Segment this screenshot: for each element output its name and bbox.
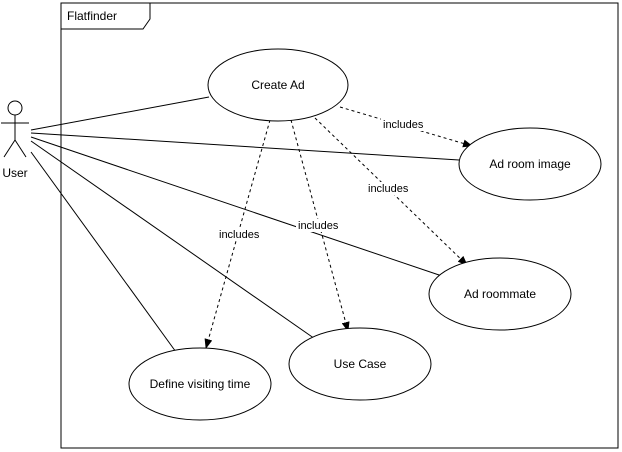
system-boundary-title: Flatfinder: [67, 9, 117, 23]
use-case-ad-room-image[interactable]: Ad room image: [458, 127, 602, 201]
association-ad-room-image[interactable]: [30, 132, 460, 161]
system-boundary: Flatfinder: [60, 2, 619, 449]
include-label-use-case: includes: [298, 220, 339, 232]
use-case-generic[interactable]: Use Case: [288, 327, 432, 401]
use-case-create-ad[interactable]: Create Ad: [207, 48, 349, 122]
association-use-case[interactable]: [30, 140, 319, 342]
include-arrow-ad-roommate[interactable]: [314, 117, 468, 266]
include-label-ad-room-image: includes: [383, 119, 424, 131]
use-case-label: Use Case: [334, 357, 387, 371]
association-define-visiting-time[interactable]: [30, 151, 177, 353]
stick-figure-icon: [1, 100, 29, 158]
system-boundary-frame: [60, 2, 619, 449]
association-create-ad[interactable]: [30, 96, 210, 131]
use-case-label: Ad roommate: [464, 287, 536, 301]
include-label-ad-roommate: includes: [368, 183, 409, 195]
include-labels: includes includes includes includes: [217, 118, 427, 241]
actor-user[interactable]: User: [1, 100, 29, 180]
include-label-define-visiting-time: includes: [219, 229, 260, 241]
use-case-label: Create Ad: [251, 78, 304, 92]
use-case-ad-roommate[interactable]: Ad roommate: [428, 257, 572, 331]
actor-label: User: [2, 166, 27, 180]
associations: [30, 96, 460, 353]
use-case-define-visiting-time[interactable]: Define visiting time: [128, 347, 272, 421]
association-ad-roommate[interactable]: [30, 136, 443, 277]
use-case-label: Define visiting time: [150, 377, 251, 391]
system-boundary-tab: [61, 2, 151, 30]
use-case-label: Ad room image: [489, 157, 571, 171]
